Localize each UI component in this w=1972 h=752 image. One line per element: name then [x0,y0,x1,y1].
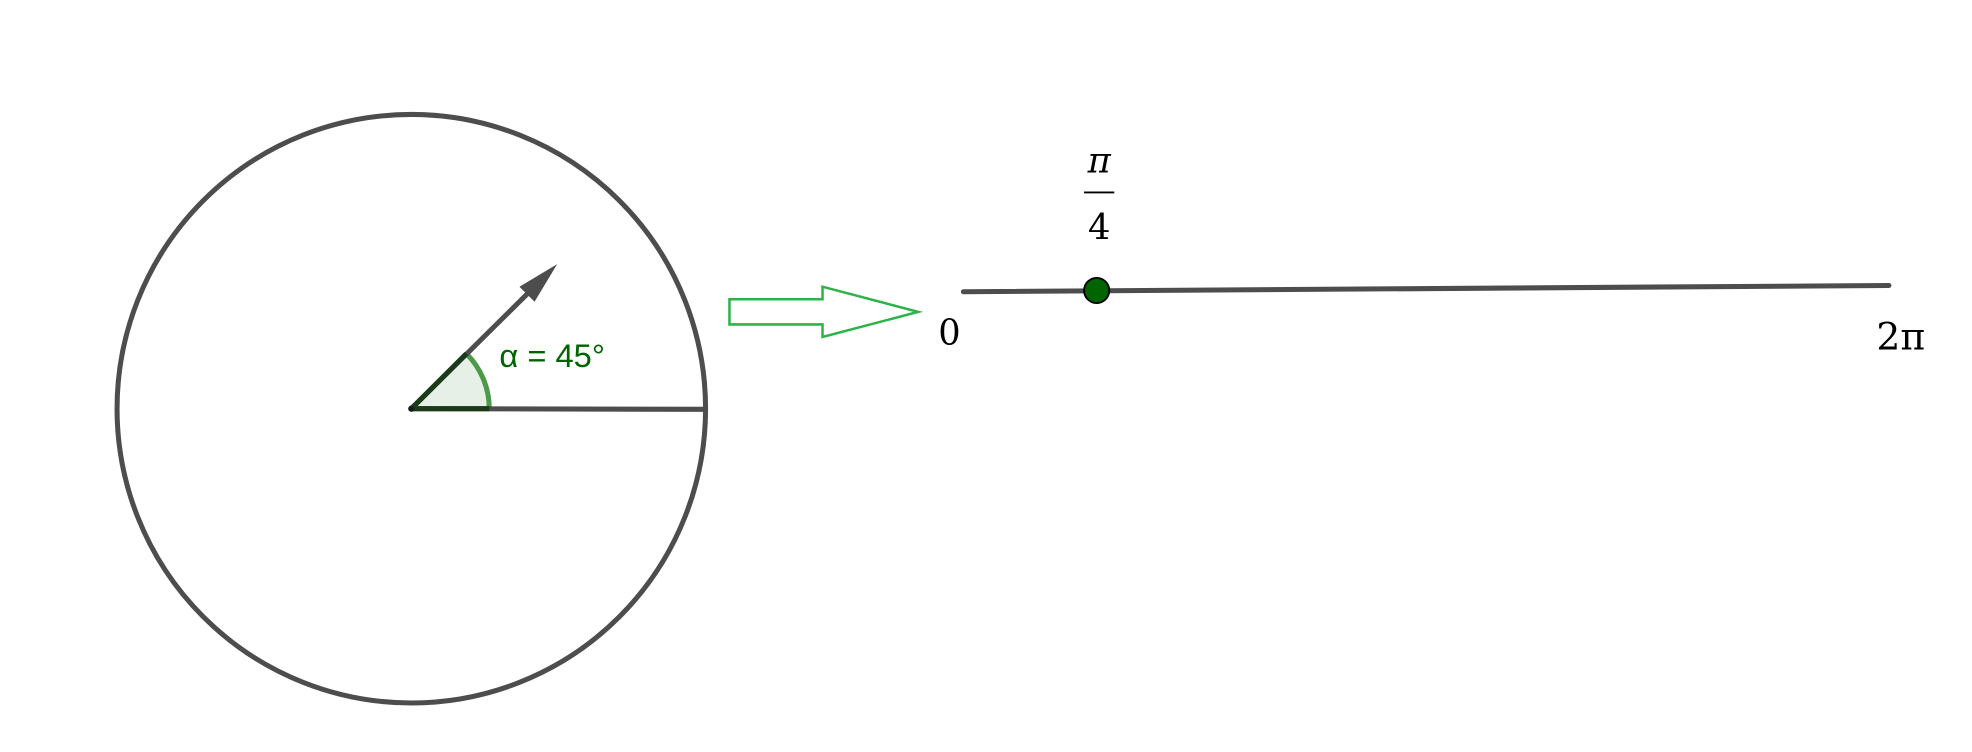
center-point [408,405,415,412]
end-label: 2π [1876,315,1925,359]
angle-point[interactable] [1083,276,1111,305]
point-label-denominator: 4 [1088,207,1110,248]
point-label-numerator: π [1087,140,1112,181]
number-line [960,282,1892,295]
start-label: 0 [938,313,960,354]
vector-base-highlight [409,351,469,411]
mapping-arrow-icon [728,285,924,339]
angle-label: α = 45° [499,337,605,374]
angle-sector [411,353,490,409]
vector-arrowhead-icon [519,264,558,302]
angle-arc [464,351,492,409]
